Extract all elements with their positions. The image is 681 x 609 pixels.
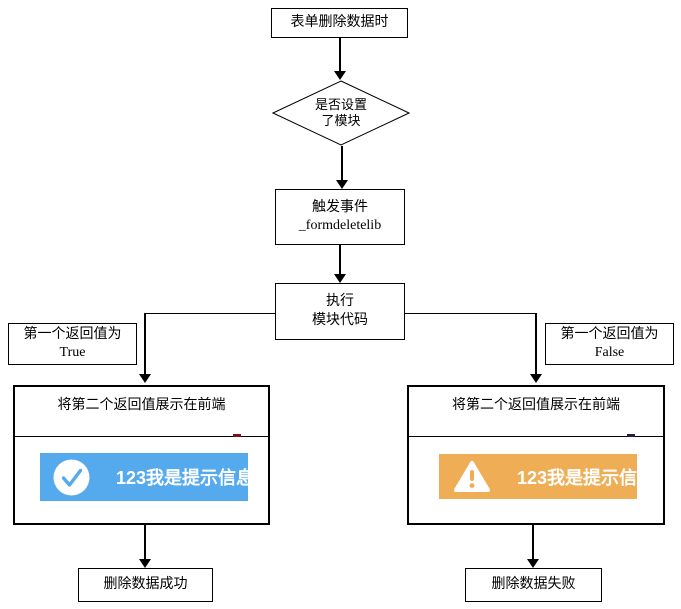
toast-warning: 123我是提示信息	[439, 454, 655, 499]
node-decision-module-set: 是否设置 了模块	[272, 80, 410, 146]
connector-fail-end	[532, 525, 534, 560]
node-trigger-event: 触发事件 _formdeletelib	[275, 189, 405, 245]
arrowhead-icon	[336, 180, 348, 189]
node-delete-success: 删除数据成功	[78, 568, 213, 602]
arrowhead-icon	[139, 559, 151, 568]
connector-start-decision	[339, 38, 341, 73]
arrowhead-icon	[334, 71, 346, 80]
warning-triangle-icon	[453, 460, 491, 494]
toast-close-mark	[627, 434, 635, 437]
connector-branch-true-h	[145, 313, 275, 314]
connector-branch-true-v	[144, 313, 146, 375]
connector-branch-false-v	[535, 313, 537, 375]
label-first-return-true: 第一个返回值为 True	[8, 323, 137, 365]
connector-branch-false-h	[405, 313, 536, 314]
arrowhead-icon	[527, 559, 539, 568]
panel-display-return-success: 将第二个返回值展示在前端 123我是提示信息	[13, 385, 270, 525]
connector-decision-trigger	[341, 146, 343, 181]
decision-label: 是否设置 了模块	[314, 96, 367, 128]
event-name: _formdeletelib	[298, 218, 382, 233]
panel-header: 将第二个返回值展示在前端	[15, 387, 268, 437]
connector-success-end	[144, 525, 146, 560]
node-form-delete-start: 表单删除数据时	[271, 8, 408, 38]
arrowhead-icon	[334, 274, 346, 283]
panel-header: 将第二个返回值展示在前端	[409, 387, 663, 437]
check-circle-icon	[53, 459, 90, 496]
node-delete-fail: 删除数据失败	[465, 568, 602, 602]
arrowhead-icon	[139, 374, 151, 383]
node-execute-module-code: 执行 模块代码	[275, 283, 405, 340]
panel-body: 123我是提示信息	[409, 434, 663, 521]
label-first-return-false: 第一个返回值为 False	[545, 323, 674, 365]
arrowhead-icon	[530, 374, 542, 383]
toast-message: 123我是提示信息	[116, 468, 255, 488]
panel-body: 123我是提示信息	[15, 434, 268, 521]
diamond-shape	[272, 80, 410, 146]
toast-close-mark	[233, 434, 241, 437]
node-label: 表单删除数据时	[290, 14, 389, 30]
toast-message: 123我是提示信息	[517, 467, 656, 488]
panel-display-return-fail: 将第二个返回值展示在前端 123我是提示信息	[407, 385, 665, 525]
connector-trigger-execute	[339, 245, 341, 275]
toast-success: 123我是提示信息	[40, 453, 254, 501]
